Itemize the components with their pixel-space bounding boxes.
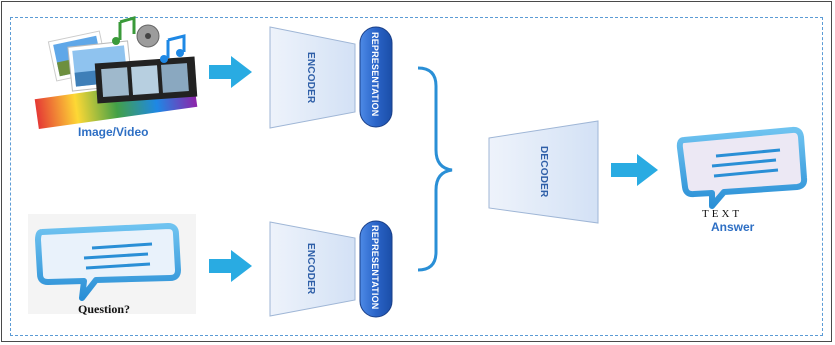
answer-label: Answer [711,220,755,234]
encoder-top-label: ENCODER [305,52,316,104]
arrow-question-to-encoder [209,250,252,282]
question-label: Question? [78,302,131,316]
question-bubble-icon [35,223,181,301]
arrow-decoder-to-answer [611,154,658,186]
encoder-bottom-label: ENCODER [305,243,316,295]
representation-top-label: REPRESENTATION [370,32,380,117]
representation-bottom-label: REPRESENTATION [370,225,380,310]
answer-bubble-icon [676,126,808,209]
encoder-top-shape [269,26,356,129]
merge-brace [417,66,453,272]
decoder-shape [488,120,599,224]
text-label: TEXT [702,208,743,220]
image-video-icon [34,16,198,129]
media-label: Image/Video [78,125,149,139]
decoder-label: DECODER [538,146,549,198]
diagram-frame [10,17,823,336]
representation-bottom-shape [359,220,393,318]
representation-top-shape [359,26,393,128]
arrow-media-to-encoder [209,56,252,88]
encoder-bottom-shape [269,221,356,317]
